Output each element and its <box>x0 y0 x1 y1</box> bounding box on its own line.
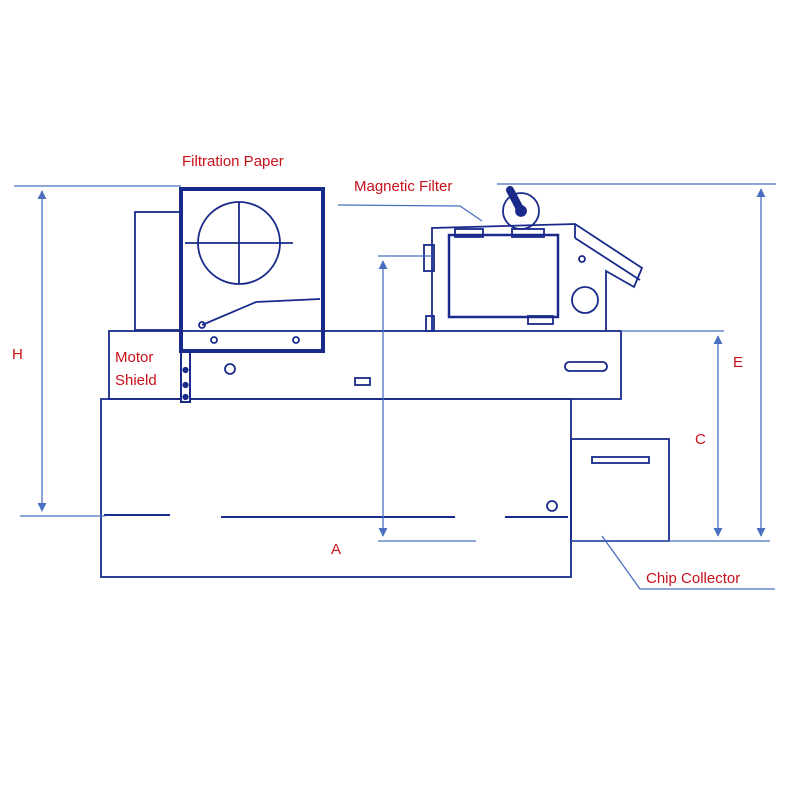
motor-block <box>134 211 182 331</box>
label-motor: Motor <box>115 349 153 366</box>
label-chip-collector: Chip Collector <box>646 570 740 587</box>
label-shield: Shield <box>115 372 157 389</box>
chip-collector-box <box>570 438 670 542</box>
magnetic-filter-leader <box>337 204 483 222</box>
label-dim-a: A <box>331 541 341 558</box>
label-dim-e: E <box>733 354 743 371</box>
magnetic-filter-housing <box>431 223 644 331</box>
machine-outline <box>100 186 670 578</box>
label-magnetic-filter: Magnetic Filter <box>354 178 452 195</box>
upper-platform <box>108 330 622 400</box>
chip-collector-leader <box>601 535 775 590</box>
label-dim-c: C <box>695 431 706 448</box>
magnetic-drum <box>502 192 540 230</box>
filtration-paper-housing <box>179 187 325 353</box>
label-dim-h: H <box>12 346 23 363</box>
label-filtration-paper: Filtration Paper <box>182 153 284 170</box>
magnetic-filter-box <box>447 233 560 319</box>
shield-bracket <box>180 351 191 403</box>
dimension-lines <box>14 183 776 590</box>
